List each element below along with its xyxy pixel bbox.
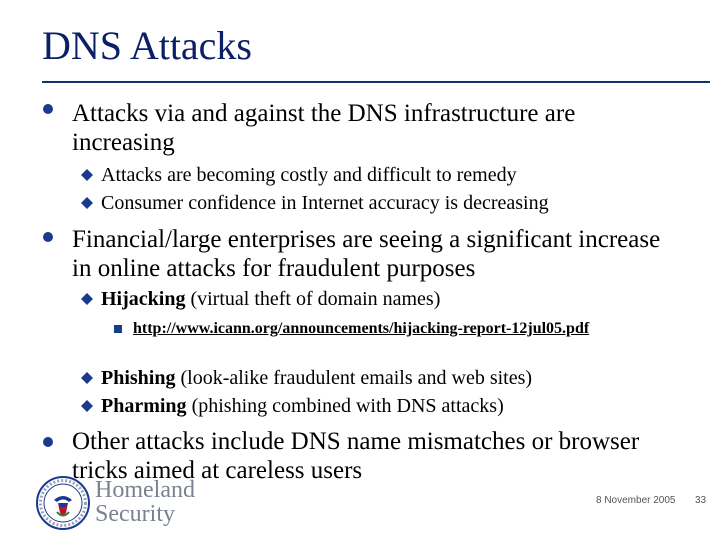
diamond-bullet-icon (81, 169, 93, 181)
bullet-1-text: Attacks via and against the DNS infrastr… (72, 100, 576, 156)
bullet-1-sub-2: Consumer confidence in Internet accuracy… (101, 192, 549, 214)
diamond-bullet-icon (81, 372, 93, 384)
bullet-2-sub-hijacking: Hijacking (virtual theft of domain names… (101, 287, 440, 311)
slide-number: 33 (695, 495, 707, 506)
title-divider (42, 81, 710, 83)
logo-line-2: Security (95, 501, 175, 527)
hijacking-report-link[interactable]: http://www.icann.org/announcements/hijac… (133, 320, 590, 337)
diamond-bullet-icon (81, 197, 93, 209)
slide-title: DNS Attacks (42, 23, 252, 68)
bullet-2-sub-phishing: Phishing (look-alike fraudulent emails a… (101, 366, 532, 390)
logo-line-1: Homeland (95, 477, 195, 503)
bullet-2-sub-pharming: Pharming (phishing combined with DNS att… (101, 394, 504, 418)
bullet-3-text: Other attacks include DNS name mismatche… (72, 428, 640, 484)
diamond-bullet-icon (81, 293, 93, 305)
homeland-security-logo: Homeland Security (95, 478, 195, 526)
term-pharming-desc: (phishing combined with DNS attacks) (186, 395, 504, 417)
term-pharming: Pharming (101, 395, 187, 417)
term-phishing-desc: (look-alike fraudulent emails and web si… (175, 367, 533, 389)
footer-date: 8 November 2005 (596, 495, 676, 506)
diamond-bullet-icon (81, 400, 93, 412)
bullet-dot-icon (43, 437, 53, 447)
term-hijacking-desc: (virtual theft of domain names) (185, 288, 441, 310)
term-hijacking: Hijacking (101, 288, 186, 310)
bullet-dot-icon (43, 232, 53, 242)
bullet-2-text: Financial/large enterprises are seeing a… (72, 226, 661, 282)
square-bullet-icon (114, 325, 122, 333)
bullet-dot-icon (43, 104, 53, 114)
bullet-1-sub-1: Attacks are becoming costly and difficul… (101, 164, 517, 186)
term-phishing: Phishing (101, 367, 176, 389)
dhs-seal-icon (36, 476, 90, 530)
